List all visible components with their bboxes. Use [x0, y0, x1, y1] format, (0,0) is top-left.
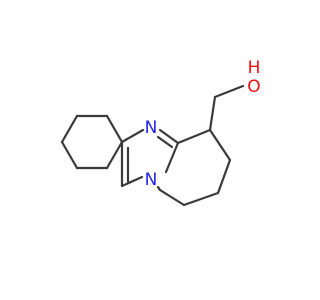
bond-c2-ch	[176, 128, 212, 145]
bond-c7-c8	[60, 140, 79, 170]
bond-c-ring-n-bridge	[156, 185, 162, 192]
bond-ch2-o	[213, 84, 245, 99]
atom-n-bridge: N	[145, 170, 158, 190]
bond-c6-c7	[60, 114, 79, 144]
bond-n-imine-c2-double	[156, 135, 174, 149]
bond-n-bridge-c9a	[120, 175, 144, 188]
bond-n-imine-c2	[158, 128, 180, 145]
structure-canvas: N N O H	[60, 58, 261, 207]
atom-h-hydroxyl: H	[248, 58, 261, 78]
bond-ch-c-right-upper	[208, 128, 232, 162]
bond-c2-n-bridge	[164, 141, 180, 174]
bond-ch-ch2	[208, 95, 217, 132]
bond-c3a-n-imine	[120, 128, 145, 144]
bond-c-right-upper-c-right-lower	[216, 158, 232, 195]
molecule-drawing: N N O H	[60, 58, 261, 207]
bond-c-right-lower-c-bottom	[182, 191, 220, 207]
bond-c-bottom-c-ring	[158, 188, 186, 207]
bond-c9-c10	[105, 140, 124, 170]
bond-c4-c5	[105, 114, 124, 144]
atom-o-hydroxyl: O	[247, 77, 260, 97]
atom-n-imine: N	[145, 118, 158, 138]
